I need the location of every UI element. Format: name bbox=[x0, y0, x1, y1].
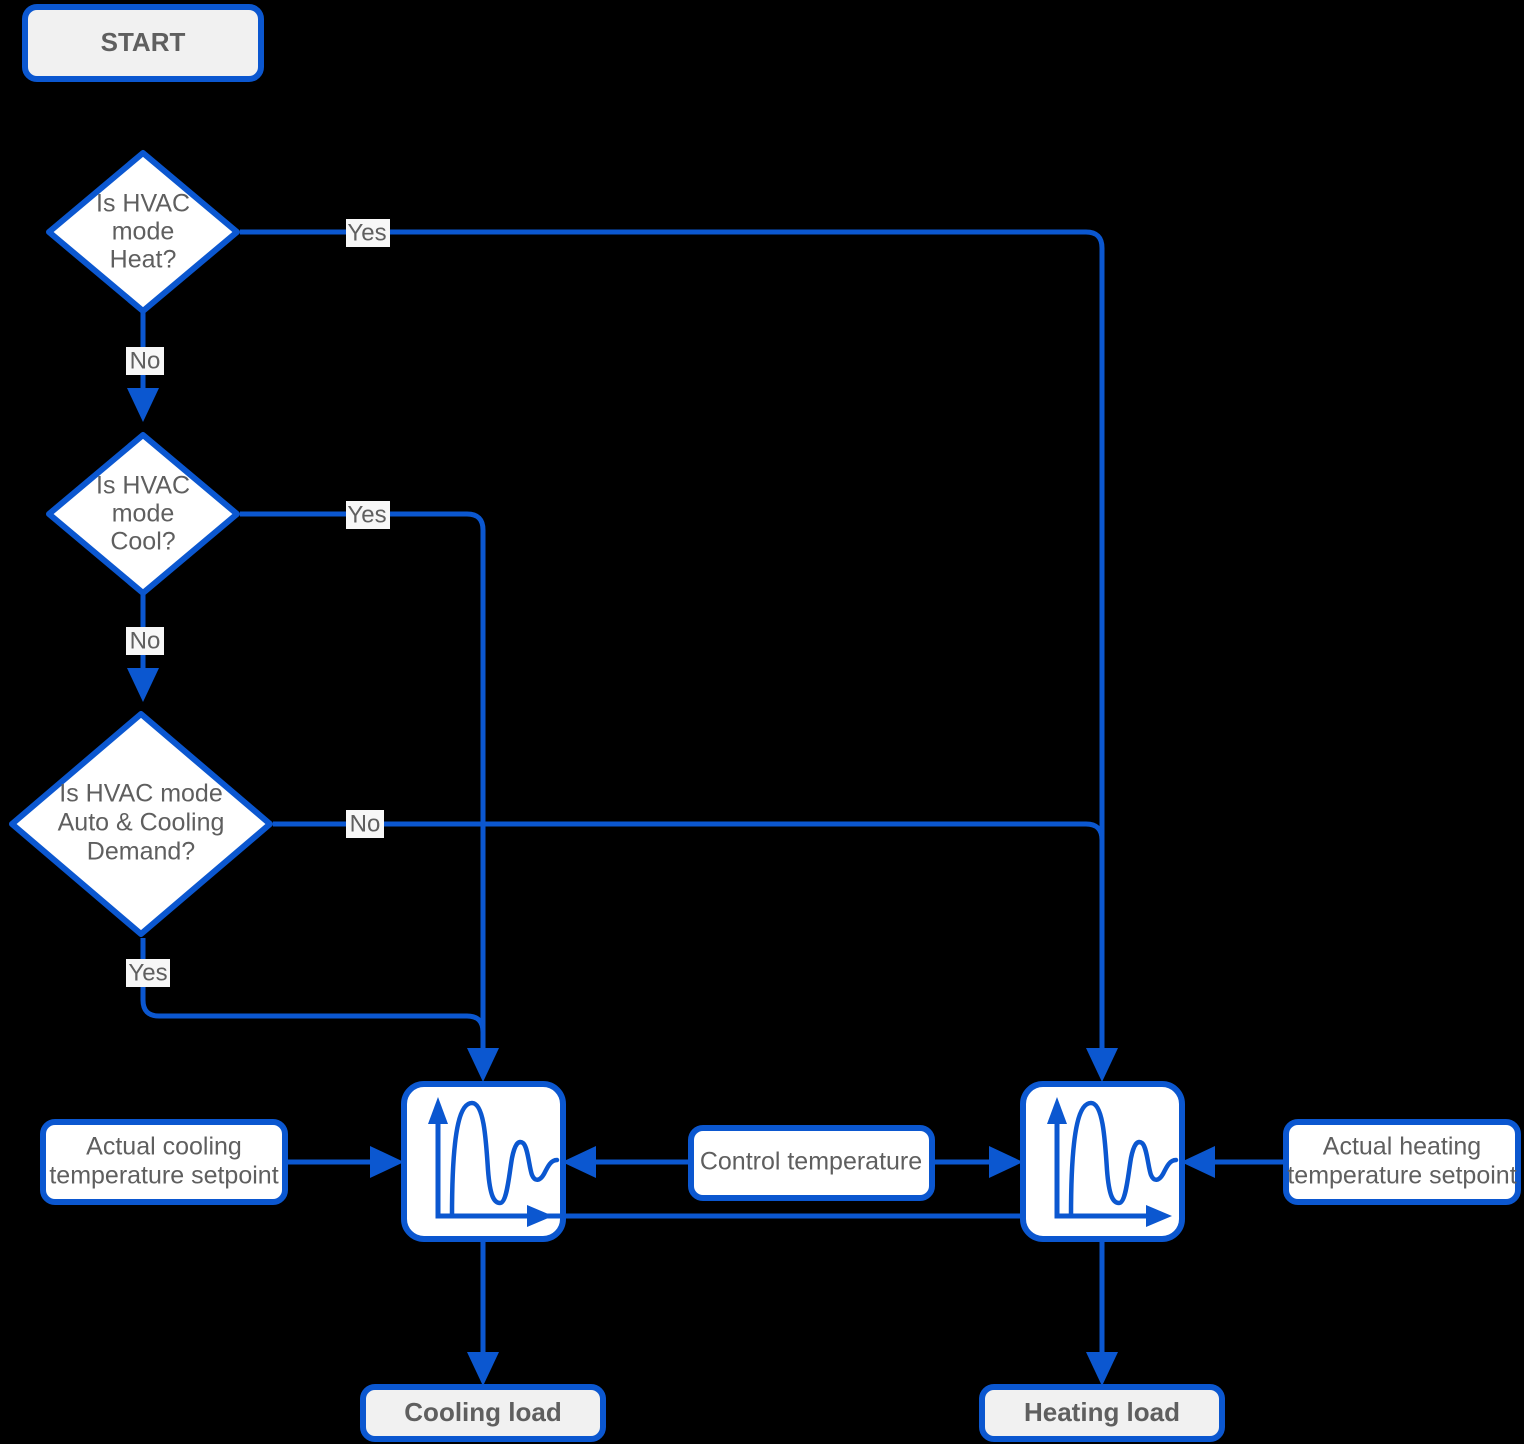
edge-cooling-setpoint-to-controller bbox=[285, 1146, 404, 1178]
decision-heat-label-line2: mode bbox=[112, 218, 175, 246]
edge-cooling-controller-to-load bbox=[467, 1240, 499, 1386]
edge-label-cool-yes-text: Yes bbox=[347, 501, 386, 528]
edge-heat-yes bbox=[240, 229, 1118, 1082]
node-heating-setpoint[interactable]: Actual heating temperature setpoint bbox=[1283, 1119, 1521, 1205]
cooling-load-label: Cooling load bbox=[404, 1397, 561, 1427]
cooling-setpoint-label-line1: Actual cooling bbox=[86, 1133, 242, 1161]
node-decision-auto[interactable]: Is HVAC mode Auto & Cooling Demand? bbox=[9, 711, 273, 937]
heating-setpoint-shape bbox=[1283, 1119, 1521, 1205]
edge-auto-yes bbox=[140, 938, 486, 1056]
edge-label-heat-no-text: No bbox=[130, 347, 161, 374]
control-temperature-shape bbox=[688, 1125, 935, 1201]
edge-label-auto-no-text: No bbox=[350, 810, 381, 837]
edge-label-cool-no: No bbox=[126, 627, 164, 655]
edge-label-cool-yes: Yes bbox=[346, 501, 390, 529]
node-heating-controller[interactable] bbox=[1020, 1081, 1185, 1242]
heating-setpoint-label-line2: temperature setpoint bbox=[1287, 1162, 1516, 1190]
edge-label-auto-yes: Yes bbox=[126, 959, 170, 987]
node-start[interactable]: START bbox=[22, 4, 264, 82]
decision-auto-label-line3: Demand? bbox=[87, 838, 195, 866]
cooling-setpoint-label-line2: temperature setpoint bbox=[49, 1162, 278, 1190]
node-control-temperature[interactable]: Control temperature bbox=[688, 1125, 935, 1201]
edge-heating-controller-to-load bbox=[1086, 1240, 1118, 1386]
edge-label-cool-no-text: No bbox=[130, 627, 161, 654]
edge-control-temp-to-heating bbox=[932, 1146, 1023, 1178]
pid-response-curve-icon bbox=[428, 1097, 1152, 1227]
edge-label-heat-yes-text: Yes bbox=[347, 219, 386, 246]
cooling-load-shape bbox=[360, 1384, 606, 1442]
pid-response-curve-icon bbox=[1047, 1097, 1179, 1227]
decision-cool-label-line1: Is HVAC bbox=[96, 472, 190, 500]
node-cooling-controller[interactable] bbox=[401, 1081, 1152, 1242]
decision-cool-label-line3: Cool? bbox=[110, 528, 175, 556]
decision-auto-shape bbox=[9, 711, 273, 937]
decision-cool-label-line2: mode bbox=[112, 500, 175, 528]
edge-label-heat-yes: Yes bbox=[346, 219, 390, 247]
start-shape bbox=[22, 4, 264, 82]
decision-heat-shape bbox=[46, 150, 240, 314]
decision-cool-shape bbox=[46, 432, 240, 596]
edge-auto-no bbox=[273, 821, 1105, 1056]
node-decision-heat[interactable]: Is HVAC mode Heat? bbox=[46, 150, 240, 314]
heating-setpoint-label-line1: Actual heating bbox=[1323, 1133, 1481, 1161]
edge-cool-yes bbox=[240, 511, 499, 1082]
decision-heat-label-line1: Is HVAC bbox=[96, 190, 190, 218]
node-cooling-setpoint[interactable]: Actual cooling temperature setpoint bbox=[40, 1119, 288, 1205]
edge-label-auto-yes-text: Yes bbox=[128, 959, 167, 986]
control-temperature-label: Control temperature bbox=[700, 1148, 922, 1176]
start-label: START bbox=[101, 27, 186, 57]
node-cooling-load[interactable]: Cooling load bbox=[360, 1384, 606, 1442]
edge-label-heat-no: No bbox=[126, 347, 164, 375]
node-heating-load[interactable]: Heating load bbox=[979, 1384, 1225, 1442]
edge-label-auto-no: No bbox=[346, 810, 384, 838]
edge-heating-setpoint-to-controller bbox=[1181, 1146, 1285, 1178]
decision-heat-label-line3: Heat? bbox=[110, 246, 177, 274]
cooling-setpoint-shape bbox=[40, 1119, 288, 1205]
node-decision-cool[interactable]: Is HVAC mode Cool? bbox=[46, 432, 240, 596]
heating-load-shape bbox=[979, 1384, 1225, 1442]
decision-auto-label-line1: Is HVAC mode bbox=[59, 780, 222, 808]
edge-control-temp-to-cooling bbox=[562, 1146, 690, 1178]
heating-load-label: Heating load bbox=[1024, 1397, 1180, 1427]
decision-auto-label-line2: Auto & Cooling bbox=[58, 809, 225, 837]
